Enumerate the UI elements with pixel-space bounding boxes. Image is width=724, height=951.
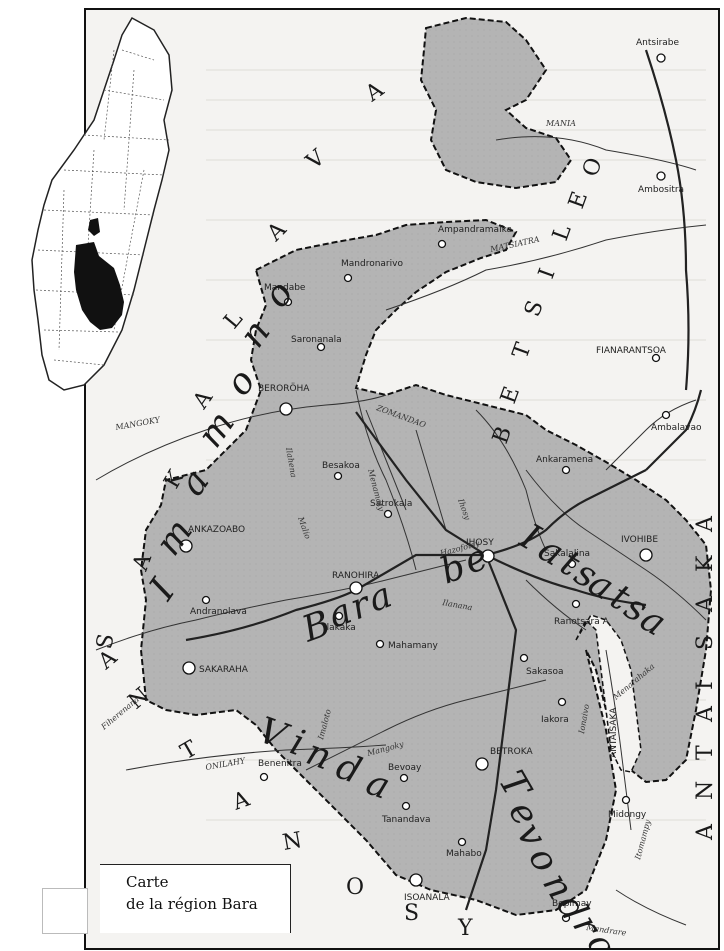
people-betsileo: B E T S I L E O: [488, 154, 608, 447]
people-letter: A: [229, 786, 254, 816]
antaisaka-enclave: [575, 614, 642, 773]
people-letter: N: [281, 828, 305, 856]
people-letter: E: [564, 187, 593, 212]
town-mahamany: Mahamany: [388, 641, 438, 651]
town-mandabe: Mandabe: [264, 283, 306, 293]
north-enclave: [419, 16, 573, 190]
people-letter: S: [693, 634, 718, 650]
people-letter: N: [693, 780, 718, 800]
town-sakalalina: Sakalalina: [544, 549, 590, 559]
town-ankaramena: Ankaramena: [536, 455, 593, 465]
town-sakasoa: Sakasoa: [526, 667, 564, 677]
clan-tevondro: T e v o n d r o: [490, 764, 624, 948]
town-midongy: Midongy: [608, 810, 647, 820]
town-ankazoabo: ANKAZOABO: [188, 525, 245, 535]
people-letter: Y: [457, 916, 474, 941]
madagascar-inset-map: [31, 16, 173, 391]
town-ampandramaika: Ampandramaika: [438, 225, 512, 235]
bara-enclave-inset: [88, 218, 100, 236]
people-letter: A: [262, 217, 292, 247]
people-letter: O: [578, 154, 608, 180]
river-mangoky-north: MANGOKY: [114, 415, 162, 432]
town-ambalavao: Ambalavao: [651, 423, 702, 433]
town-mandronarivo: Mandronarivo: [341, 259, 403, 269]
clan-bara-be: B a r a b e: [296, 537, 493, 651]
town-tanandava: Tanandava: [381, 815, 431, 825]
map-canvas: Antsirabe Ambositra Ampandramaika Mandro…: [92, 16, 718, 948]
people-antaisaka: A N T A I S A K A: [693, 515, 718, 841]
river-onilahy: ONILAHY: [205, 756, 247, 772]
people-letter: T: [508, 339, 537, 362]
town-benenitra: Benenitra: [258, 759, 302, 769]
people-letter: S: [92, 631, 119, 651]
madagascar-outline: [31, 16, 173, 391]
caption-title: Carte: [126, 873, 169, 891]
town-betroka: BETROKA: [490, 747, 533, 757]
caption-subtitle: de la région Bara: [126, 895, 258, 913]
town-ranohira: RANOHIRA: [332, 571, 380, 581]
town-beroroha: BERORÖHA: [258, 383, 310, 394]
people-antaisaka-small: ANTAISAKA: [609, 707, 619, 758]
people-letter: E: [496, 382, 525, 407]
town-fianarantsoa: FIANARANTSOA: [596, 346, 667, 356]
people-letter: A: [693, 705, 718, 723]
people-letter: A: [693, 595, 718, 613]
town-mahabo: Mahabo: [446, 849, 482, 859]
rivers: [95, 136, 707, 926]
town-ihosy: IHOSY: [466, 538, 494, 548]
town-isoanala: ISOANALA: [404, 893, 451, 903]
people-letter: O: [346, 875, 365, 900]
town-sakaraha: SAKARAHA: [199, 665, 249, 675]
blank-square: [42, 888, 88, 934]
town-satrokala: Satrokala: [370, 499, 412, 509]
people-letter: A: [693, 823, 718, 841]
town-saronanala: Saronanala: [291, 335, 342, 345]
people-letter: I: [534, 264, 561, 282]
map-frame: Antsirabe Ambositra Ampandramaika Mandro…: [84, 8, 720, 950]
people-letter: T: [693, 744, 718, 760]
river-mania: MANIA: [545, 119, 576, 128]
river-itomampy: Itomampy: [633, 818, 653, 861]
people-letter: I: [693, 680, 718, 690]
town-bevoay: Bevoay: [388, 763, 422, 773]
people-letter: A: [360, 77, 389, 108]
map-caption-box: Carte de la région Bara: [100, 864, 291, 933]
town-ranotsara: Ranotsara A: [554, 617, 610, 627]
people-letter: L: [548, 221, 577, 244]
town-andranolava: Andranolava: [190, 607, 247, 617]
people-letter: V: [301, 145, 331, 176]
town-iakora: Iakora: [541, 715, 569, 725]
town-ivohibe: IVOHIBE: [621, 535, 658, 545]
roads: [185, 49, 703, 911]
town-ilakaka: Ilakaka: [324, 623, 356, 633]
people-letter: A: [693, 515, 718, 533]
town-bepimay: Bepimay: [552, 899, 592, 909]
people-letter: S: [520, 296, 549, 320]
bara-region-inset: [74, 242, 124, 330]
people-letter: S: [404, 901, 420, 926]
town-besakoa: Besakoa: [322, 461, 360, 471]
town-ambositra: Ambositra: [638, 185, 684, 195]
people-letter: K: [693, 555, 718, 572]
town-markers: [179, 53, 671, 923]
town-antsirabe: Antsirabe: [636, 38, 680, 48]
